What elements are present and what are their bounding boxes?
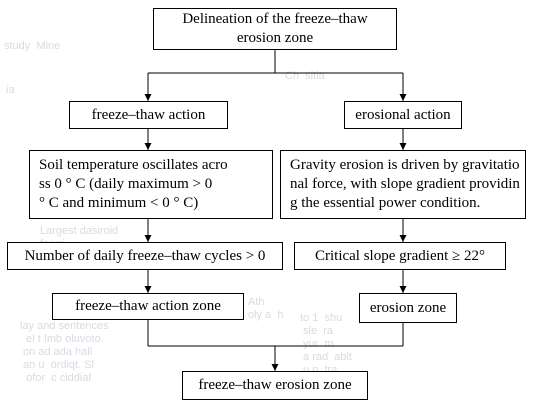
node-erosional-action: erosional action — [344, 101, 462, 129]
background-bleed-text: to 1 shu sle ra yur m a rad abit u o tra — [300, 312, 352, 376]
background-bleed-text: study Mine — [4, 40, 61, 52]
background-bleed-text: lay and sentences el t Imb oluvoto. on a… — [20, 320, 109, 384]
node-gravity-erosion: Gravity erosion is driven by gravitatio … — [280, 150, 526, 219]
node-freeze-thaw-erosion-zone: freeze–thaw erosion zone — [182, 371, 368, 400]
background-bleed-text: Largest dasiroid for pi — [40, 225, 119, 250]
background-bleed-text: ia — [6, 84, 15, 96]
node-freeze-thaw-action: freeze–thaw action — [69, 101, 228, 129]
node-delineation-root: Delineation of the freeze–thaw erosion z… — [153, 8, 397, 50]
node-soil-temperature: Soil temperature oscillates acro ss 0 ° … — [29, 150, 273, 219]
node-daily-freeze-thaw-cycles: Number of daily freeze–thaw cycles > 0 — [7, 242, 283, 270]
node-erosion-zone: erosion zone — [359, 293, 457, 323]
background-bleed-text: Ath oly a h — [248, 296, 284, 321]
node-critical-slope-gradient: Critical slope gradient ≥ 22° — [294, 242, 506, 270]
node-freeze-thaw-action-zone: freeze–thaw action zone — [52, 293, 244, 320]
